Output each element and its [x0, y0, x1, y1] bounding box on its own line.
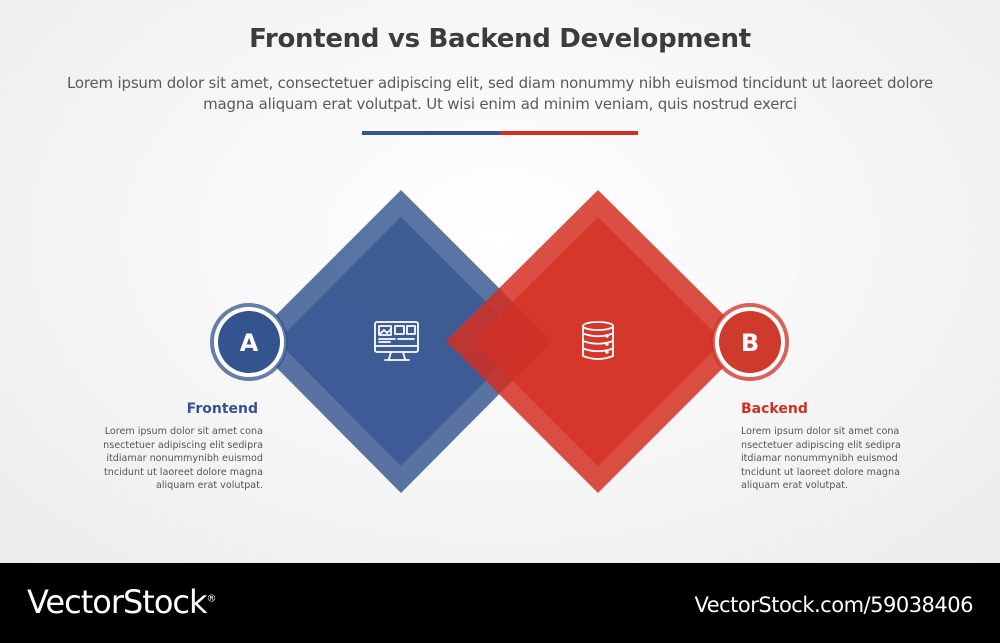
infographic-canvas: Frontend vs Backend Development Lorem ip…	[0, 0, 1000, 563]
page-subtitle: Lorem ipsum dolor sit amet, consectetuer…	[67, 74, 933, 113]
brand-mark: ®	[206, 593, 217, 605]
image-id: VectorStock.com/59038406	[694, 593, 973, 617]
watermark-footer: VectorStock® VectorStock.com/59038406	[0, 563, 1000, 643]
backend-badge: B	[711, 303, 789, 381]
monitor-icon	[374, 321, 419, 361]
frontend-description: Lorem ipsum dolor sit amet cona nsectetu…	[103, 426, 263, 491]
frontend-diamond	[250, 190, 552, 493]
backend-description: Lorem ipsum dolor sit amet cona nsectetu…	[741, 426, 901, 491]
badge-b-letter: B	[741, 329, 759, 357]
page-title: Frontend vs Backend Development	[249, 24, 751, 54]
brand-logo: VectorStock®	[27, 583, 217, 621]
database-icon	[582, 321, 614, 360]
title-divider-right	[500, 131, 638, 135]
frontend-title: Frontend	[186, 401, 258, 417]
backend-title: Backend	[741, 401, 808, 417]
comparison-diagram: A B	[210, 190, 789, 493]
backend-diamond	[446, 190, 750, 493]
frontend-badge: A	[210, 303, 288, 381]
brand-name: VectorStock	[27, 583, 208, 621]
title-divider-left	[362, 131, 500, 135]
badge-a-letter: A	[240, 329, 259, 357]
